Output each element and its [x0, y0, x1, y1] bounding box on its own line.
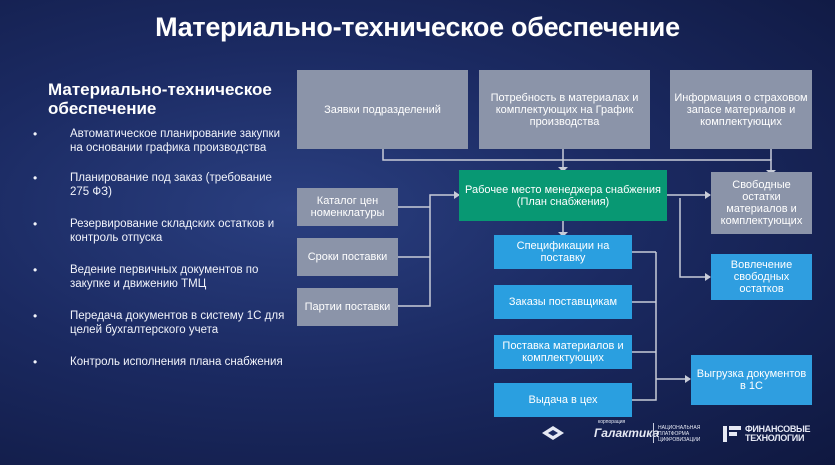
supplier-orders-box: Заказы поставщикам	[494, 285, 632, 319]
feature-item: Резервирование складских остатков и конт…	[33, 218, 293, 245]
arrow-head	[705, 273, 711, 281]
arrow-head	[558, 167, 568, 172]
feature-item: Контроль исполнения плана снабжения	[33, 356, 293, 370]
galaktika-mark-icon	[542, 426, 564, 440]
feature-item: Передача документов в систему 1С для цел…	[33, 310, 293, 337]
fintech-logo: ФИНАНСОВЫЕ ТЕХНОЛОГИИ	[722, 423, 811, 445]
requests-box: Заявки подразделений	[297, 70, 468, 149]
free-stock-box: Свободные остатки материалов и комплекту…	[711, 172, 812, 234]
manager-workplace-box: Рабочее место менеджера снабжения (План …	[459, 170, 667, 221]
slide-title: Материально-техническое обеспечение	[155, 12, 680, 42]
arrow-head	[558, 232, 568, 237]
feature-item: Автоматическое планирование закупки на о…	[33, 128, 293, 155]
feature-list: Автоматическое планирование закупки на о…	[33, 128, 293, 370]
arrow-head	[685, 375, 691, 383]
galaktika-logo: корпорация Галактика НАЦИОНАЛЬНАЯ ПЛАТФО…	[540, 418, 700, 448]
fintech-mark-icon	[723, 426, 741, 442]
fintech-wordmark: ФИНАНСОВЫЕ ТЕХНОЛОГИИ	[745, 424, 811, 443]
galaktika-subtitle: корпорация	[598, 419, 626, 425]
connector-line	[679, 198, 710, 278]
arrow-head	[705, 191, 711, 199]
stock-involvement-box: Вовлечение свободных остатков	[711, 254, 812, 300]
delivery-terms-box: Сроки поставки	[297, 238, 398, 276]
materials-supply-box: Поставка материалов и комплектующих	[494, 335, 632, 369]
feature-item: Планирование под заказ (требование 275 Ф…	[33, 172, 293, 199]
side-heading: Материально-техническое обеспечение	[48, 80, 272, 118]
safety-stock-box: Информация о страховом запасе материалов…	[670, 70, 812, 149]
price-catalog-box: Каталог цен номенклатуры	[297, 188, 398, 226]
connector-line	[632, 252, 657, 401]
feature-item: Ведение первичных документов по закупке …	[33, 264, 293, 291]
arrow-head	[454, 191, 460, 199]
galaktika-tagline: НАЦИОНАЛЬНАЯ ПЛАТФОРМА ЦИФРОВИЗАЦИИ	[658, 425, 701, 443]
specifications-box: Спецификации на поставку	[494, 235, 632, 269]
galaktika-wordmark: Галактика	[594, 426, 660, 440]
connector-line	[382, 149, 772, 172]
logo-divider	[653, 423, 654, 443]
export-1c-box: Выгрузка документов в 1С	[691, 355, 812, 405]
delivery-batches-box: Партии поставки	[297, 288, 398, 326]
needs-box: Потребность в материалах и комплектующих…	[479, 70, 650, 149]
workshop-issue-box: Выдача в цех	[494, 383, 632, 417]
connector-line	[398, 194, 459, 307]
